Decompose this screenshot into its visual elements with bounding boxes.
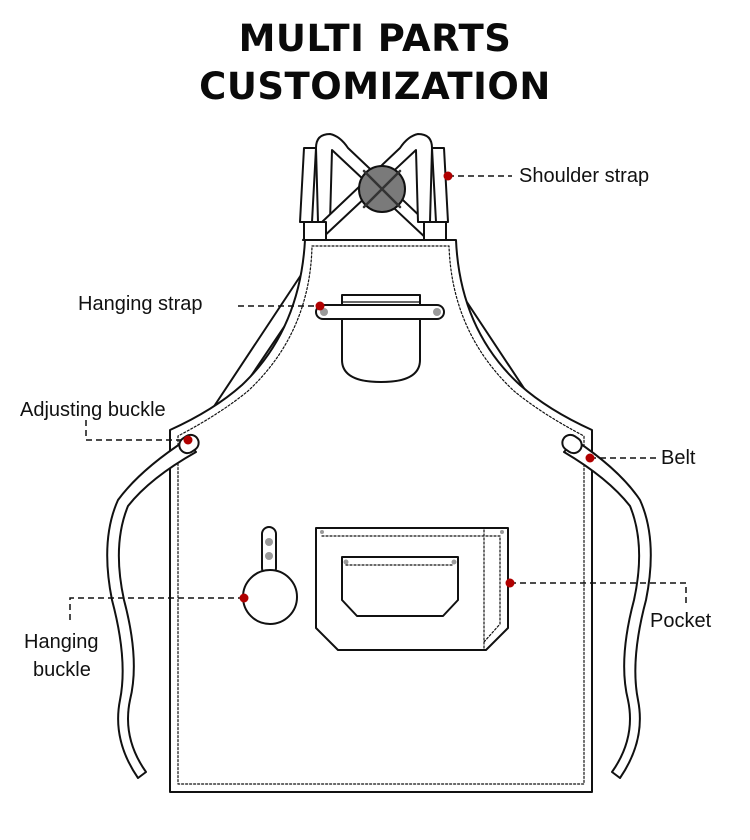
inner-pocket [341, 556, 459, 617]
hanging-strap-marker [315, 301, 325, 311]
belt-marker [585, 453, 595, 463]
pocket-marker [505, 578, 515, 588]
belt-label: Belt [661, 447, 696, 469]
title-line-2: CUSTOMIZATION [199, 65, 551, 108]
pocket-label: Pocket [650, 610, 712, 632]
title-line-1: MULTI PARTS [238, 17, 512, 60]
hanging-strap [315, 304, 445, 320]
left-belt [106, 439, 197, 779]
shoulder-strap-marker [443, 171, 453, 181]
hanging-buckle-leader [69, 597, 244, 620]
shoulder-strap-label: Shoulder strap [519, 165, 650, 187]
adjusting-buckle-marker [183, 435, 193, 445]
hanging-buckle-ring [242, 569, 298, 625]
right-belt [563, 439, 652, 779]
adjusting-buckle-label: Adjusting buckle [20, 399, 166, 421]
hanging-strap-label: Hanging strap [78, 293, 203, 315]
hanging-buckle-marker [239, 593, 249, 603]
pocket-leader [510, 582, 687, 604]
hanging-buckle-label-line-2: buckle [33, 659, 91, 681]
hanging-buckle-label-line-1: Hanging [24, 631, 99, 653]
hanging-buckle-tab [261, 526, 277, 576]
adjusting-buckle-leader [85, 420, 188, 441]
apron-body [169, 239, 593, 793]
